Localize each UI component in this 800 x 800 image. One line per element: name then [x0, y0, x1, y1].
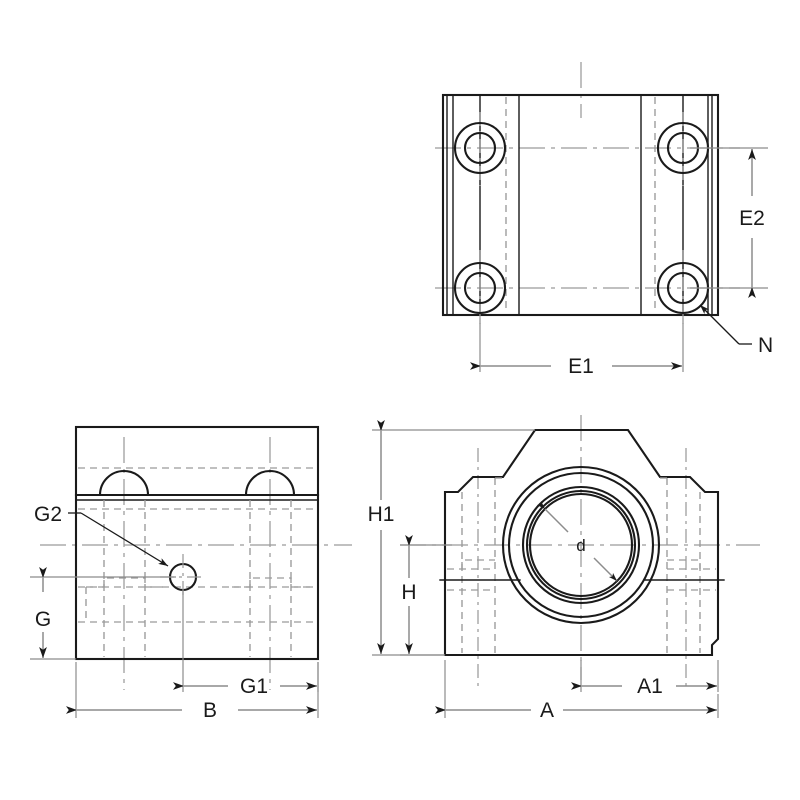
dimension-G: G [30, 567, 176, 660]
dimension-B: B [66, 662, 319, 722]
top-view-hole-center-marks [479, 112, 684, 324]
dimension-label-E2: E2 [739, 207, 765, 230]
dimension-E2: E2 [690, 147, 768, 298]
dimension-A: A [435, 660, 719, 722]
front-view-outline [443, 428, 720, 657]
front-view-hidden-detail [439, 477, 725, 653]
dimension-H: H [400, 535, 452, 656]
dimension-H1: H1 [368, 420, 535, 656]
bolt-hole-bottom-left [453, 261, 507, 315]
dimension-E1: E1 [470, 318, 684, 378]
front-view: d H1 H A1 [368, 415, 760, 722]
dimension-label-N: N [758, 334, 773, 357]
dimension-N: N [699, 304, 773, 357]
top-view: N E1 E2 [435, 62, 773, 378]
dimension-label-G1: G1 [240, 675, 268, 698]
side-view-hidden-detail [78, 467, 316, 657]
top-view-center-lines [435, 62, 740, 289]
dimension-label-A1: A1 [637, 675, 663, 698]
dimension-label-A: A [540, 699, 554, 722]
dimension-label-H: H [401, 581, 416, 604]
dimension-label-G2: G2 [34, 503, 62, 526]
dimension-label-d: d [576, 536, 585, 555]
dimension-label-H1: H1 [368, 503, 395, 526]
dimension-A1: A1 [571, 660, 719, 698]
side-view-outline [74, 425, 320, 661]
side-view-center-lines [40, 437, 352, 690]
dimension-G2: G2 [34, 503, 169, 567]
dimension-d: d [536, 500, 618, 582]
dimension-label-E1: E1 [568, 355, 594, 378]
top-view-hidden-detail [505, 97, 656, 313]
top-view-outline [441, 93, 720, 317]
bore-rings [501, 465, 661, 625]
dimension-label-B: B [203, 699, 217, 722]
side-view: G2 G G1 B [30, 425, 352, 722]
dimension-G1: G1 [173, 590, 319, 698]
dimension-label-G: G [35, 608, 51, 631]
bolt-hole-top-left [453, 121, 507, 175]
